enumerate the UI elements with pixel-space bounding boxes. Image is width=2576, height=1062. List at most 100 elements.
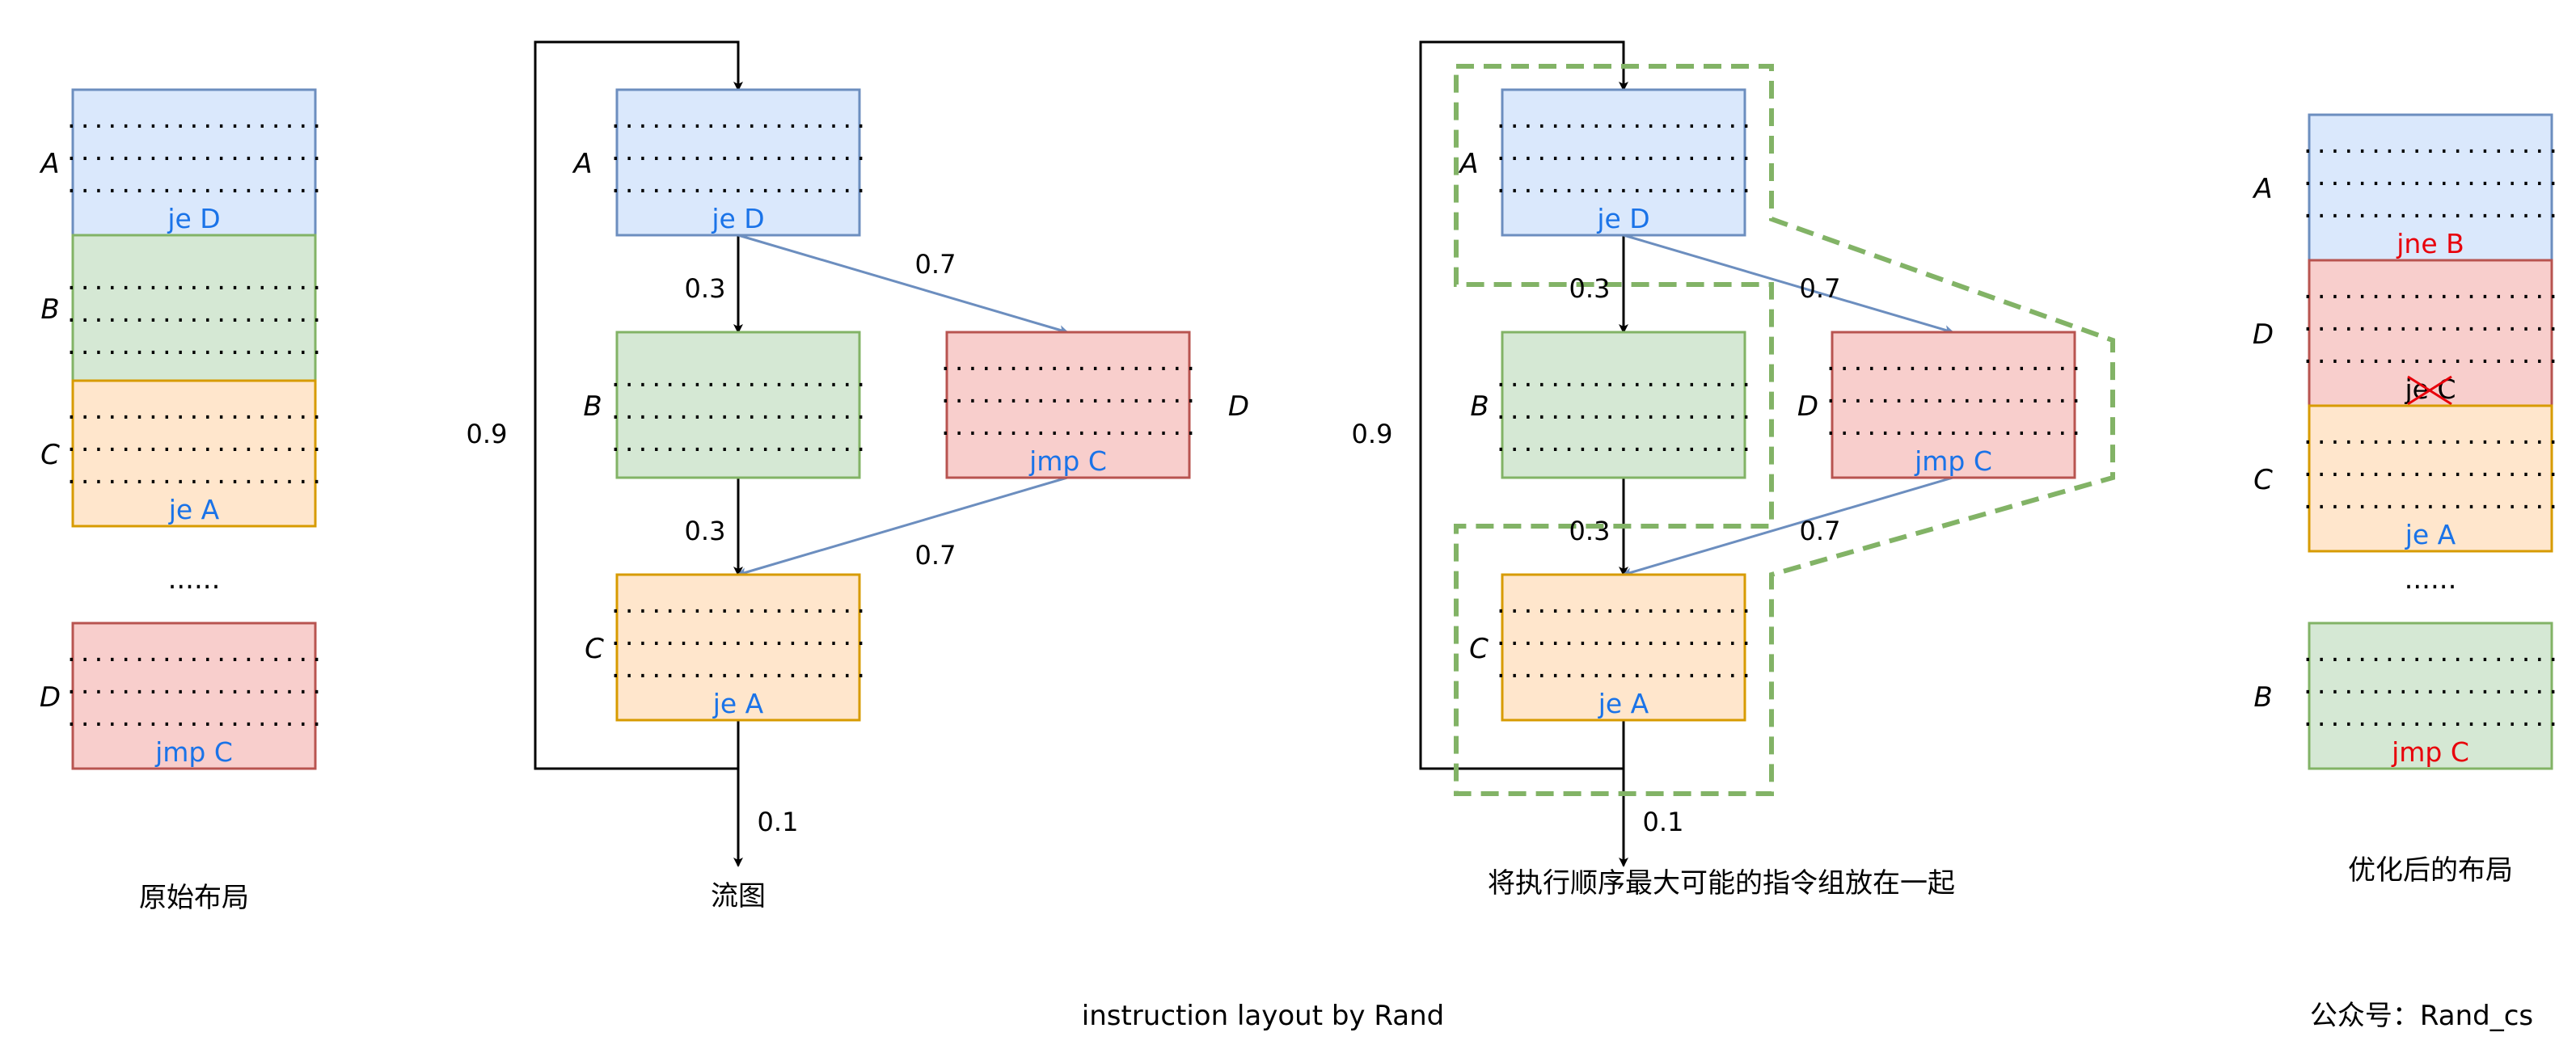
edge-a-to-d (737, 234, 1069, 335)
dots-line: ................... (65, 672, 323, 699)
dots-line: ................... (65, 398, 323, 424)
dots-line: ................... (1494, 656, 1753, 683)
block-label: B (40, 293, 59, 326)
edge-weight-loop: 0.9 (467, 419, 508, 449)
edge-weight-b-c: 0.3 (685, 516, 726, 546)
block-label: C (2253, 464, 2273, 496)
edge-weight-a-d: 0.7 (915, 249, 956, 280)
edge-weight-loop: 0.9 (1352, 419, 1393, 449)
strike-mark (2407, 375, 2452, 406)
edge-weight-a-b: 0.3 (685, 273, 726, 304)
dots-line: ................... (2301, 342, 2560, 369)
block-label: B (2253, 681, 2272, 714)
block-label: B (1470, 390, 1489, 423)
block-label: A (1458, 148, 1478, 180)
jump-instruction: je A (1598, 688, 1649, 719)
block-a: A ................... ..................… (572, 88, 868, 237)
jump-instruction: je D (1596, 203, 1649, 234)
ellipsis: ...... (2405, 563, 2457, 596)
edge-weight-exit: 0.1 (758, 807, 799, 837)
jump-instruction: jmp C (154, 736, 233, 768)
dots-line: ................... (2301, 672, 2560, 699)
jump-instruction: je D (167, 203, 220, 234)
block-label: C (585, 633, 604, 665)
block-b: B ................... ..................… (40, 234, 323, 382)
block-label: A (2252, 173, 2272, 205)
dots-line: ................... (2301, 455, 2560, 482)
jump-instruction: jmp C (2391, 736, 2469, 768)
dots-line: ................... (939, 414, 1197, 440)
dots-line: ................... (1494, 139, 1753, 166)
panel-caption: 优化后的布局 (2348, 854, 2513, 887)
diagram-title: instruction layout by Rand (1082, 1000, 1444, 1032)
dots-line: ................... (2301, 487, 2560, 514)
block-d: D ................... ..................… (1797, 331, 2083, 479)
dots-line: ................... (939, 349, 1197, 376)
edge-weight-a-b: 0.3 (1569, 273, 1611, 304)
jump-instruction: je D (711, 203, 764, 234)
dots-line: ................... (65, 640, 323, 667)
dots-line: ................... (2301, 423, 2560, 449)
dots-line: ................... (1494, 398, 1753, 424)
block-c: C ................... ..................… (585, 573, 868, 722)
jump-instruction: jne B (2396, 228, 2464, 259)
dots-line: ................... (65, 107, 323, 133)
block-d: D ................... ..................… (40, 622, 323, 770)
dots-line: ................... (1824, 414, 2083, 440)
panel-caption: 原始布局 (139, 882, 249, 914)
edge-c-to-a-loop (1419, 40, 1628, 770)
edge-d-to-c (737, 476, 1068, 577)
dots-line: ................... (65, 268, 323, 295)
dots-line: ................... (2301, 164, 2560, 191)
dots-line: ................... (65, 139, 323, 166)
edge-d-to-c (1622, 476, 1953, 577)
block-label: A (39, 148, 59, 180)
dots-line: ................... (609, 139, 868, 166)
jump-instruction: je A (168, 494, 220, 525)
dots-line: ................... (609, 107, 868, 133)
dots-line: ................... (65, 705, 323, 731)
dots-line: ................... (2301, 277, 2560, 304)
dots-line: ................... (609, 656, 868, 683)
dots-line: ................... (2301, 310, 2560, 336)
panel-caption: 将执行顺序最大可能的指令组放在一起 (1488, 867, 1955, 900)
block-label: D (2253, 318, 2274, 351)
panel-caption: 流图 (711, 880, 766, 912)
ellipsis: ...... (168, 563, 221, 596)
edge-a-to-d (1623, 234, 1954, 335)
dots-line: ................... (609, 624, 868, 651)
dots-line: ................... (65, 333, 323, 360)
edge-weight-d-c: 0.7 (1800, 516, 1841, 546)
dots-line: ................... (1824, 381, 2083, 408)
block-label: C (1469, 633, 1489, 665)
dots-line: ................... (1494, 107, 1753, 133)
dots-line: ................... (65, 171, 323, 198)
dots-line: ................... (609, 171, 868, 198)
hot-path-group-outline (1454, 64, 2115, 796)
dots-line: ................... (609, 430, 868, 457)
dots-line: ................... (65, 462, 323, 489)
dots-line: ................... (2301, 705, 2560, 731)
dots-line: ................... (1494, 365, 1753, 392)
dots-line: ................... (2301, 640, 2560, 667)
block-label: C (40, 439, 60, 471)
jump-instruction: je A (712, 688, 764, 719)
panel-hot-path-grouping: A ................... ..................… (1352, 40, 2115, 900)
jump-instruction: jmp C (1914, 445, 1992, 477)
block-a: A ................... ..................… (39, 88, 323, 237)
block-label: A (572, 148, 592, 180)
edge-weight-a-d: 0.7 (1800, 273, 1841, 304)
panel-flow-graph: A ................... ..................… (467, 40, 1249, 912)
panel-optimized-layout: A ................... ..................… (2252, 113, 2560, 887)
dots-line: ................... (2301, 196, 2560, 223)
panel-original-layout: A ................... ..................… (39, 88, 323, 914)
dots-line: ................... (609, 398, 868, 424)
block-c: C ................... ..................… (1469, 573, 1753, 722)
block-label: B (583, 390, 602, 423)
dots-line: ................... (65, 430, 323, 457)
edge-weight-d-c: 0.7 (915, 540, 956, 571)
block-b: B ................... ..................… (1470, 331, 1753, 479)
block-label: D (1228, 390, 1249, 423)
block-b: B ................... ..................… (2253, 622, 2560, 770)
